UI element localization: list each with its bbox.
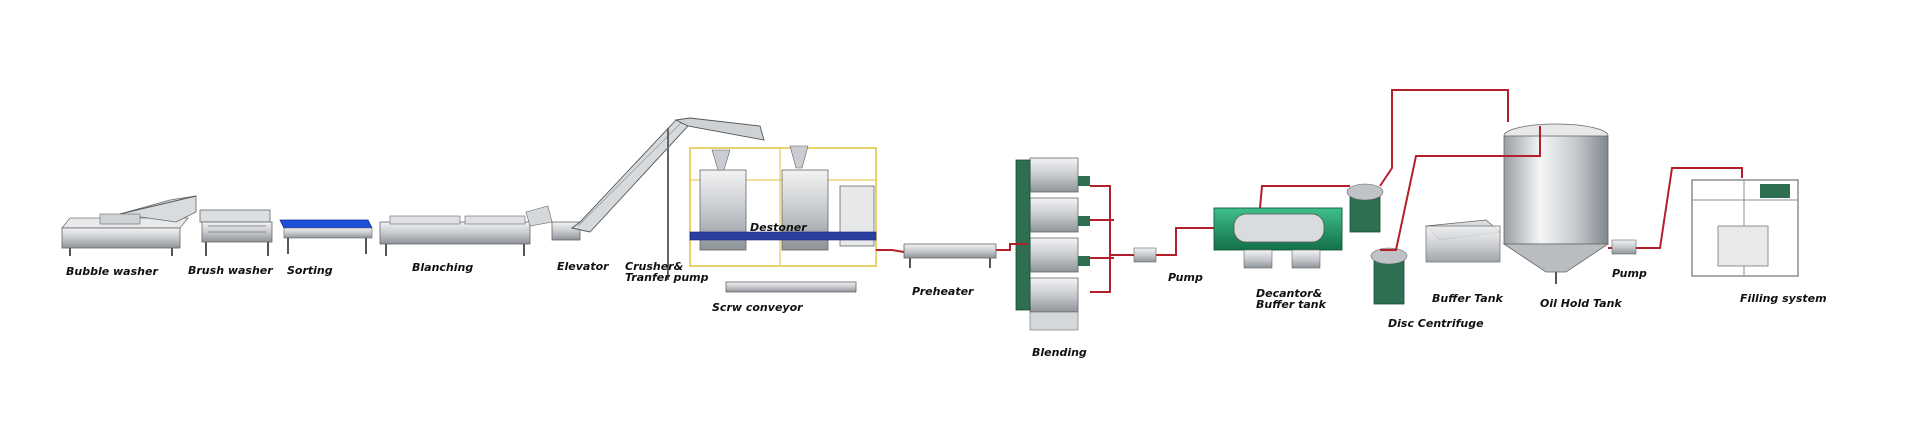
sorting-conveyor [279,219,373,254]
elevator-conveyor [551,117,765,280]
label-brush-washer: Brush washer [188,264,273,277]
label-preheater: Preheater [912,285,974,298]
filling-system [1691,179,1799,277]
label-blending: Blending [1032,346,1087,359]
brush-washer-machine [199,209,273,256]
label-pump-1: Pump [1168,271,1203,284]
label-decantor-buffer-tank: Decantor& Buffer tank [1256,287,1326,311]
process-pipes [876,89,1743,293]
label-destoner: Destoner [750,221,807,234]
buffer-tank [1425,219,1501,263]
pump-2-unit [1611,239,1637,255]
label-disc-centrifuge: Disc Centrifuge [1388,317,1484,330]
blanching-machine [379,205,553,256]
label-sorting: Sorting [287,264,333,277]
decanter-machine [1213,207,1343,269]
label-buffer-tank: Buffer Tank [1432,292,1503,305]
label-bubble-washer: Bubble washer [66,265,158,278]
label-elevator: Elevator [557,260,609,273]
label-oil-hold-tank: Oil Hold Tank [1540,297,1622,310]
pump-1-unit [1133,247,1157,263]
preheater-machine [903,243,997,268]
label-screw-conveyor: Scrw conveyor [712,301,803,314]
label-crusher-transfer-pump: Crusher& Tranfer pump [625,260,709,284]
label-pump-2: Pump [1612,267,1647,280]
destoner-frame [689,145,877,293]
disc-centrifuges [1346,183,1408,305]
label-blanching: Blanching [412,261,474,274]
oil-hold-tank [1502,123,1610,284]
bubble-washer-machine [61,195,197,256]
blending-tanks [1015,157,1090,331]
label-filling-system: Filling system [1740,292,1827,305]
